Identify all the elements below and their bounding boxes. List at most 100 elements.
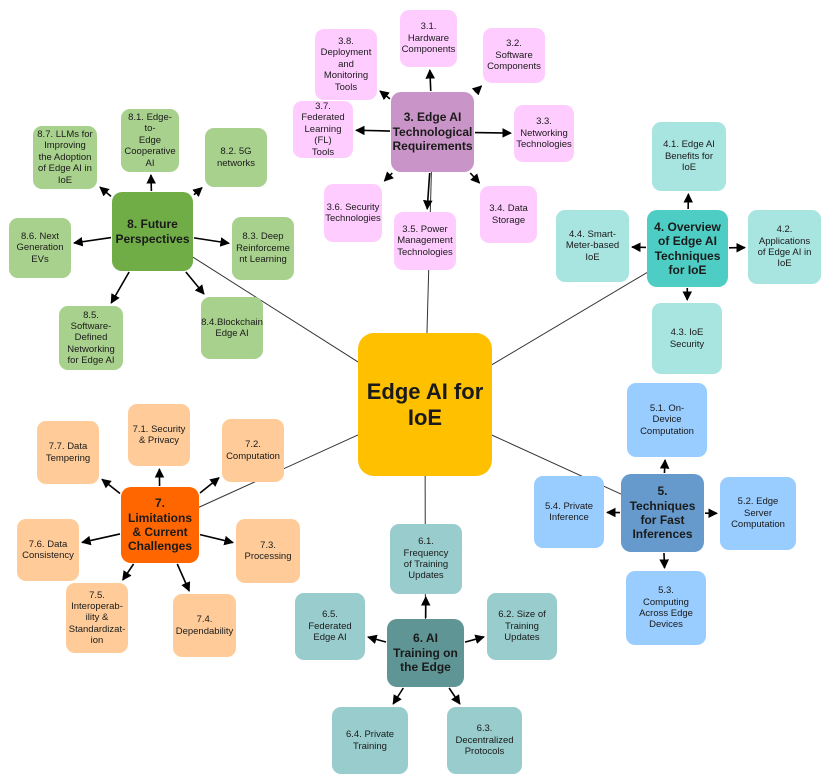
topic-box-s3-4-label: 3.4. Data Storage xyxy=(489,203,528,226)
topic-box-s3-7-label: 3.7. Federated Learning (FL) Tools xyxy=(301,101,345,158)
arrow-s8-4 xyxy=(185,271,205,295)
topic-box-s8-2: 8.2. 5G networks xyxy=(205,128,267,187)
arrow-s8-3 xyxy=(193,237,230,247)
section-hub-s3: 3. Edge AI Technological Requirements xyxy=(391,92,474,172)
topic-box-s4-2: 4.2. Applications of Edge AI in IoE xyxy=(748,210,821,284)
section-hub-s7: 7. Limitations & Current Challenges xyxy=(121,487,199,563)
topic-box-s8-4: 8.4.Blockchain Edge AI xyxy=(201,297,263,359)
topic-box-s3-8: 3.8. Deployment and Monitoring Tools xyxy=(315,29,377,100)
topic-box-s6-5: 6.5. Federated Edge AI xyxy=(295,593,365,660)
topic-box-s4-2-label: 4.2. Applications of Edge AI in IoE xyxy=(757,224,812,270)
topic-box-s5-1-label: 5.1. On- Device Computation xyxy=(640,402,694,437)
topic-box-s6-1-label: 6.1. Frequency of Training Updates xyxy=(403,536,449,582)
arrow-s3-5 xyxy=(423,172,433,210)
topic-box-s8-4-label: 8.4.Blockchain Edge AI xyxy=(201,316,263,339)
topic-box-s8-7: 8.7. LLMs for Improving the Adoption of … xyxy=(33,126,97,189)
topic-box-s6-5-label: 6.5. Federated Edge AI xyxy=(308,609,352,644)
topic-box-s5-4: 5.4. Private Inference xyxy=(534,476,604,548)
topic-box-s6-3: 6.3. Decentralized Protocols xyxy=(447,707,522,774)
topic-box-s7-6-label: 7.6. Data Consistency xyxy=(22,538,74,561)
topic-box-s4-1-label: 4.1. Edge AI Benefits for IoE xyxy=(663,139,715,174)
connector-center-s8 xyxy=(192,256,359,363)
arrow-s7-5 xyxy=(122,563,135,581)
arrow-s7-7 xyxy=(101,478,121,495)
topic-box-s7-3: 7.3. Processing xyxy=(236,519,300,583)
arrow-s3-6 xyxy=(383,171,394,182)
topic-box-s8-1-label: 8.1. Edge-to- Edge Cooperative AI xyxy=(124,112,176,169)
arrow-s7-6 xyxy=(81,533,121,546)
section-hub-s6-label: 6. AI Training on the Edge xyxy=(393,631,458,675)
topic-box-s3-1: 3.1. Hardware Components xyxy=(400,10,457,67)
topic-box-s4-1: 4.1. Edge AI Benefits for IoE xyxy=(652,122,726,191)
topic-box-s8-5: 8.5. Software- Defined Networking for Ed… xyxy=(59,306,123,370)
section-hub-s5: 5. Techniques for Fast Inferences xyxy=(621,474,704,552)
topic-box-s8-6-label: 8.6. Next Generation EVs xyxy=(16,230,64,265)
topic-box-s5-3: 5.3. Computing Across Edge Devices xyxy=(626,571,706,645)
topic-box-s7-5: 7.5. Interoperab- ility & Standardizat- … xyxy=(66,583,128,653)
topic-box-s8-7-label: 8.7. LLMs for Improving the Adoption of … xyxy=(37,129,93,186)
arrow-s3-8 xyxy=(379,90,391,101)
topic-box-s8-3: 8.3. Deep Reinforceme nt Learning xyxy=(232,217,294,280)
topic-box-s5-2-label: 5.2. Edge Server Computation xyxy=(731,496,785,531)
topic-box-s8-3-label: 8.3. Deep Reinforceme nt Learning xyxy=(236,231,290,266)
arrow-s8-2 xyxy=(192,186,203,197)
topic-box-s3-5-label: 3.5. Power Management Technologies xyxy=(397,223,453,258)
arrow-s7-4 xyxy=(176,563,191,592)
section-hub-s4-label: 4. Overview of Edge AI Techniques for Io… xyxy=(654,219,721,277)
topic-box-s3-2-label: 3.2. Software Components xyxy=(487,38,541,73)
topic-box-s7-7: 7.7. Data Tempering xyxy=(37,421,99,484)
arrow-s5-1 xyxy=(659,459,670,474)
arrow-s6-5 xyxy=(367,634,387,644)
topic-box-s6-1: 6.1. Frequency of Training Updates xyxy=(390,524,462,594)
topic-box-s3-3: 3.3. Networking Technologies xyxy=(514,105,574,162)
arrow-s3-4 xyxy=(469,172,481,184)
arrow-s5-3 xyxy=(659,552,670,569)
arrow-s7-3 xyxy=(199,533,234,546)
topic-box-s3-6-label: 3.6. Security Technologies xyxy=(325,201,381,224)
central-topic-label: Edge AI for IoE xyxy=(366,379,484,430)
topic-box-s5-4-label: 5.4. Private Inference xyxy=(544,500,594,523)
topic-box-s3-4: 3.4. Data Storage xyxy=(480,186,537,243)
arrow-s3-2 xyxy=(471,85,483,96)
topic-box-s4-4-label: 4.4. Smart- Meter-based IoE xyxy=(565,228,620,263)
topic-box-s4-3-label: 4.3. IoE Security xyxy=(669,327,705,350)
topic-box-s3-7: 3.7. Federated Learning (FL) Tools xyxy=(293,101,353,158)
topic-box-s7-4-label: 7.4. Dependability xyxy=(175,614,234,637)
topic-box-s6-4: 6.4. Private Training xyxy=(332,707,408,774)
arrow-s8-7 xyxy=(99,186,112,198)
topic-box-s4-4: 4.4. Smart- Meter-based IoE xyxy=(556,210,629,282)
topic-box-s6-2-label: 6.2. Size of Training Updates xyxy=(498,609,546,644)
arrow-s3-1 xyxy=(425,69,436,92)
section-hub-s4: 4. Overview of Edge AI Techniques for Io… xyxy=(647,210,728,287)
topic-box-s3-8-label: 3.8. Deployment and Monitoring Tools xyxy=(320,36,372,93)
arrow-s3-7 xyxy=(355,125,391,136)
topic-box-s7-1-label: 7.1. Security & Privacy xyxy=(132,423,186,446)
section-hub-s5-label: 5. Techniques for Fast Inferences xyxy=(629,484,696,542)
topic-box-s5-2: 5.2. Edge Server Computation xyxy=(720,477,796,550)
arrow-s8-6 xyxy=(73,236,112,247)
arrow-s6-3 xyxy=(448,687,461,705)
topic-box-s7-7-label: 7.7. Data Tempering xyxy=(45,441,91,464)
section-hub-s6: 6. AI Training on the Edge xyxy=(387,619,464,687)
topic-box-s3-3-label: 3.3. Networking Technologies xyxy=(516,116,572,151)
topic-box-s7-3-label: 7.3. Processing xyxy=(244,539,292,562)
topic-box-s5-3-label: 5.3. Computing Across Edge Devices xyxy=(639,585,693,631)
arrow-s8-5 xyxy=(110,271,130,304)
topic-box-s8-5-label: 8.5. Software- Defined Networking for Ed… xyxy=(67,309,115,367)
topic-box-s3-1-label: 3.1. Hardware Components xyxy=(401,21,456,56)
topic-box-s3-6: 3.6. Security Technologies xyxy=(324,184,382,242)
topic-box-s7-2: 7.2. Computation xyxy=(222,419,284,482)
topic-box-s3-5: 3.5. Power Management Technologies xyxy=(394,212,456,270)
topic-box-s7-2-label: 7.2. Computation xyxy=(226,439,280,462)
arrow-s6-4 xyxy=(392,687,404,705)
topic-box-s6-3-label: 6.3. Decentralized Protocols xyxy=(455,723,514,758)
section-hub-s8: 8. Future Perspectives xyxy=(112,192,193,271)
section-hub-s8-label: 8. Future Perspectives xyxy=(115,217,190,246)
topic-box-s8-2-label: 8.2. 5G networks xyxy=(216,146,255,169)
topic-box-s7-4: 7.4. Dependability xyxy=(173,594,236,657)
topic-box-s8-6: 8.6. Next Generation EVs xyxy=(9,218,71,278)
topic-box-s8-1: 8.1. Edge-to- Edge Cooperative AI xyxy=(121,109,179,172)
section-hub-s3-label: 3. Edge AI Technological Requirements xyxy=(392,110,473,154)
section-hub-s7-label: 7. Limitations & Current Challenges xyxy=(127,496,193,554)
topic-box-s7-1: 7.1. Security & Privacy xyxy=(128,404,190,466)
